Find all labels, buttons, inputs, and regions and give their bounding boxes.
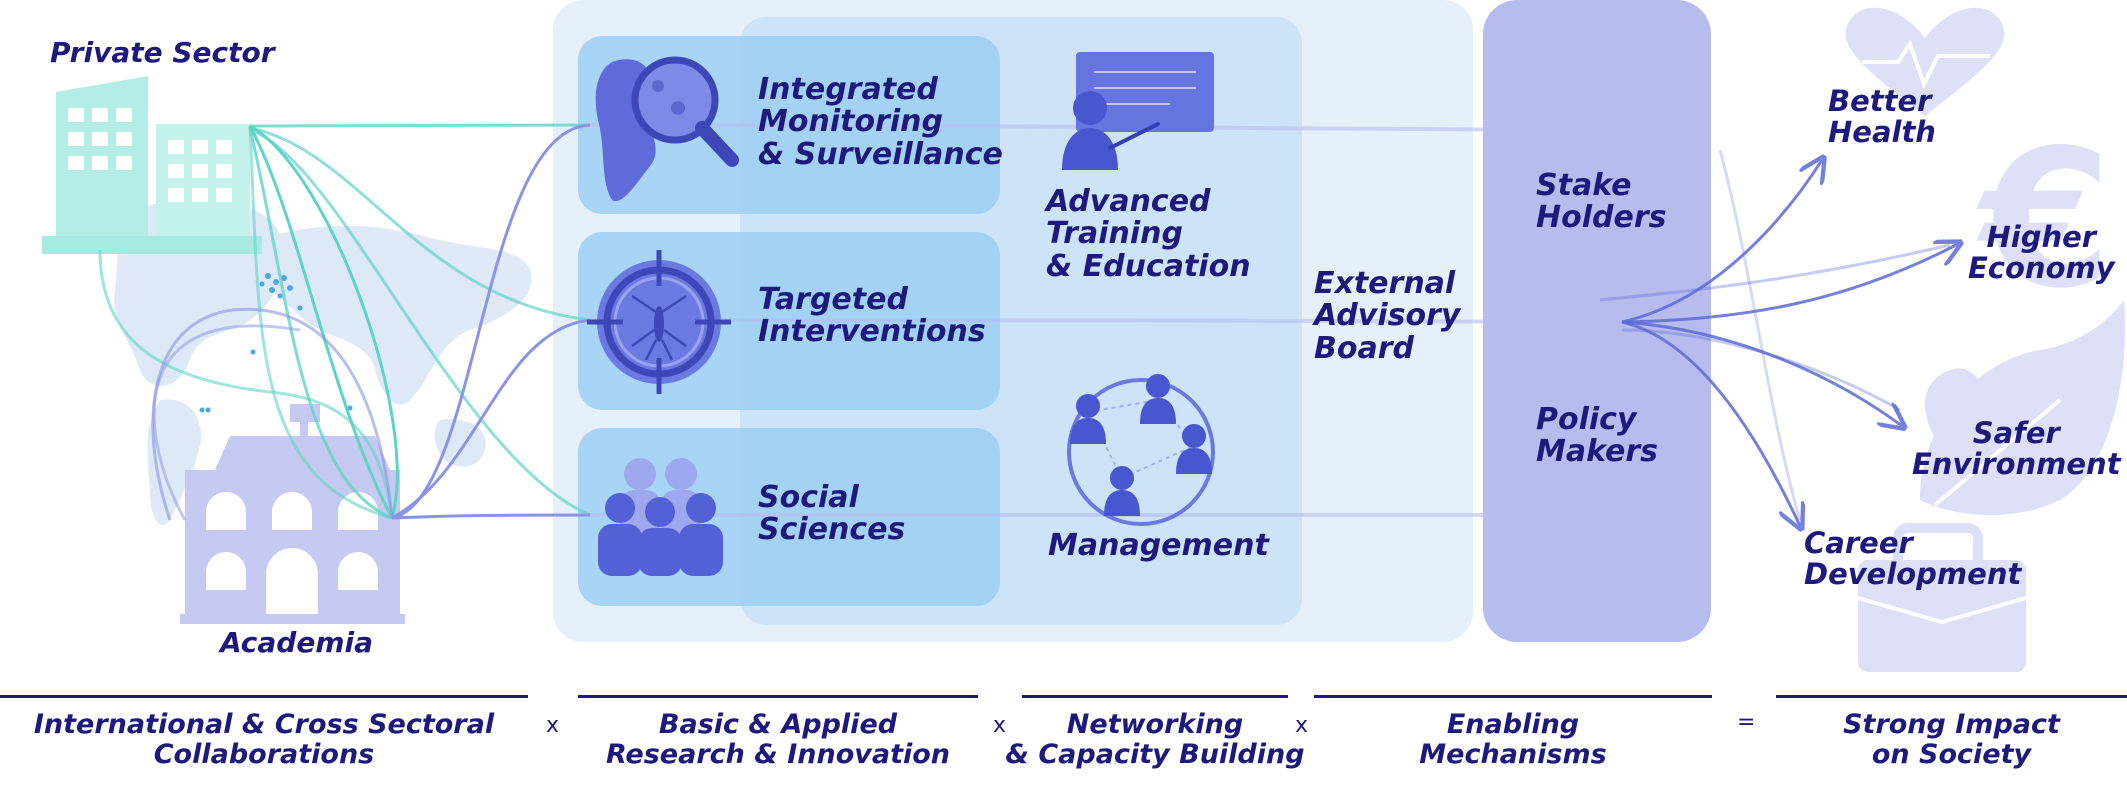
mosquito-target-icon (587, 250, 731, 394)
office-building-icon (42, 76, 262, 254)
svg-text:€: € (1976, 109, 2112, 330)
operator-multiply-2: x (993, 713, 1007, 738)
impact-label-environment: Safer Environment (1912, 416, 2121, 482)
footer-rule-networking (1022, 695, 1288, 698)
academia-label: Academia (220, 626, 374, 659)
networking-label-management: Management (1048, 528, 1269, 563)
advisory-board-label: External Advisory Board (1314, 266, 1461, 366)
people-group-icon (598, 458, 723, 576)
leaf-icon (1920, 300, 2126, 515)
operator-equals: = (1737, 710, 1756, 735)
footer-rule-impact (1776, 695, 2127, 698)
impact-label-health: Better Health (1828, 84, 1936, 150)
footer-heading-impact: Strong Impact on Society (1843, 709, 2060, 770)
footer-rule-collaborations (0, 695, 528, 698)
footer-heading-collaborations: International & Cross Sectoral Collabora… (33, 709, 495, 770)
research-label-monitoring: Integrated Monitoring & Surveillance (758, 72, 1003, 172)
teacher-board-icon (1062, 52, 1214, 170)
enabling-label-stakeholders: Stake Holders (1536, 168, 1667, 236)
briefcase-icon (1857, 523, 2027, 672)
magnifier-map-icon (595, 56, 739, 202)
collaboration-links (98, 123, 591, 521)
operator-multiply-1: x (546, 713, 560, 738)
impact-arrows (1599, 149, 1958, 526)
networking-label-training: Advanced Training & Education (1046, 184, 1251, 284)
footer-heading-research: Basic & Applied Research & Innovation (605, 709, 951, 770)
operator-multiply-3: x (1295, 713, 1309, 738)
footer-rule-research (578, 695, 978, 698)
impact-label-career: Career Development (1804, 526, 2022, 592)
university-building-icon (180, 404, 405, 624)
research-label-social: Social Sciences (758, 480, 906, 548)
private-sector-label: Private Sector (50, 36, 275, 69)
footer-heading-networking: Networking & Capacity Building (1005, 709, 1305, 770)
heart-pulse-icon (1845, 7, 2005, 117)
footer-rule-enabling (1314, 695, 1712, 698)
impact-label-economy: Higher Economy (1968, 220, 2115, 286)
footer-heading-enabling: Enabling Mechanisms (1419, 709, 1607, 770)
map-location-dots (199, 273, 353, 413)
euro-icon: € (1976, 109, 2112, 330)
enabling-label-policymakers: Policy Makers (1536, 402, 1658, 470)
flow-lines (589, 123, 1630, 517)
network-people-icon (1067, 374, 1215, 526)
research-label-interventions: Targeted Interventions (758, 282, 986, 350)
